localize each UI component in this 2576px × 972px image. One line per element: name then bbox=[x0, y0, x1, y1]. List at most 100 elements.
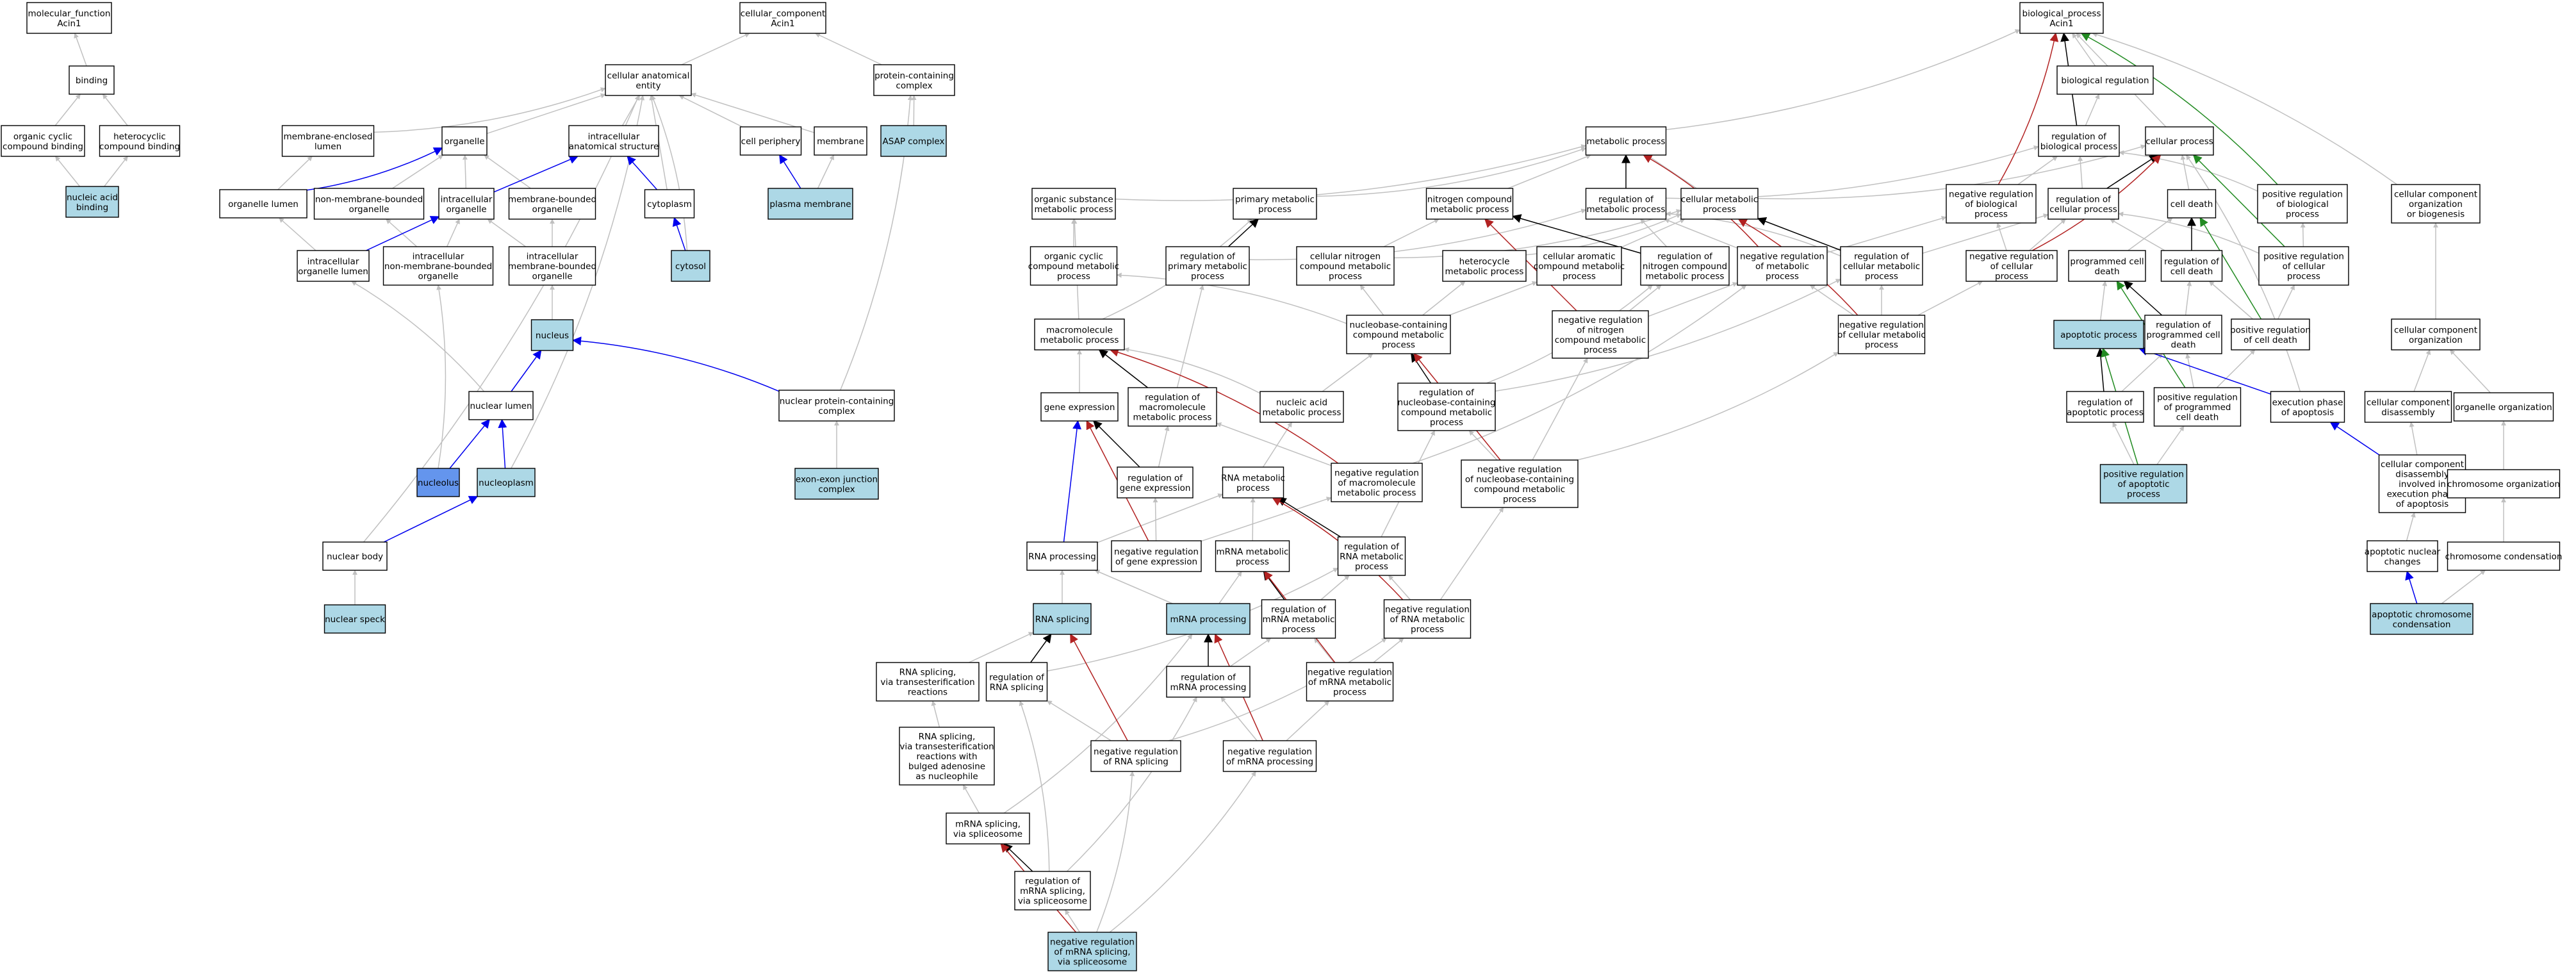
node-nuclumen[interactable]: nuclear lumen bbox=[468, 391, 534, 420]
node-asap[interactable]: ASAP complex bbox=[880, 125, 947, 157]
node-nucbody[interactable]: nuclear body bbox=[322, 541, 388, 571]
node-orgorg[interactable]: organelle organization bbox=[2453, 392, 2554, 422]
node-nucleoplasm[interactable]: nucleoplasm bbox=[477, 468, 536, 497]
node-cellper[interactable]: cell periphery bbox=[739, 126, 802, 156]
node-rsvtr[interactable]: RNA splicing,via transesterificationreac… bbox=[876, 662, 980, 702]
node-bioreg[interactable]: biological regulation bbox=[2056, 65, 2154, 95]
node-rsvtrba[interactable]: RNA splicing,via transesterificationreac… bbox=[899, 727, 995, 786]
node-metproc[interactable]: metabolic process bbox=[1585, 126, 1667, 156]
node-chromorg[interactable]: chromosome organization bbox=[2447, 469, 2561, 498]
node-mrnaproc[interactable]: mRNA processing bbox=[1166, 603, 1251, 635]
node-orglumen[interactable]: organelle lumen bbox=[219, 189, 308, 218]
node-nucleolus[interactable]: nucleolus bbox=[416, 468, 460, 497]
node-nucspeck[interactable]: nuclear speck bbox=[324, 604, 386, 634]
node-rnbcmp[interactable]: regulation ofnucleobase-containingcompou… bbox=[1397, 383, 1496, 431]
node-membrane[interactable]: membrane bbox=[814, 126, 867, 156]
node-nucleus[interactable]: nucleus bbox=[530, 319, 574, 351]
node-cytoplasm[interactable]: cytoplasm bbox=[644, 189, 695, 218]
node-geneexpr[interactable]: gene expression bbox=[1040, 392, 1119, 422]
node-rnasplicing[interactable]: RNA splicing bbox=[1033, 603, 1092, 635]
node-cytosol[interactable]: cytosol bbox=[671, 250, 710, 282]
node-celldeath[interactable]: cell death bbox=[2167, 189, 2217, 218]
node-cellproc[interactable]: cellular process bbox=[2145, 126, 2214, 156]
node-plasmamem[interactable]: plasma membrane bbox=[767, 188, 853, 220]
node-inmbo[interactable]: intracellularnon-membrane-boundedorganel… bbox=[382, 246, 494, 286]
node-apoptotic[interactable]: apoptotic process bbox=[2053, 320, 2144, 349]
node-binding[interactable]: binding bbox=[69, 65, 115, 95]
node-organelle[interactable]: organelle bbox=[441, 126, 488, 156]
node-rnaproc[interactable]: RNA processing bbox=[1026, 541, 1098, 571]
